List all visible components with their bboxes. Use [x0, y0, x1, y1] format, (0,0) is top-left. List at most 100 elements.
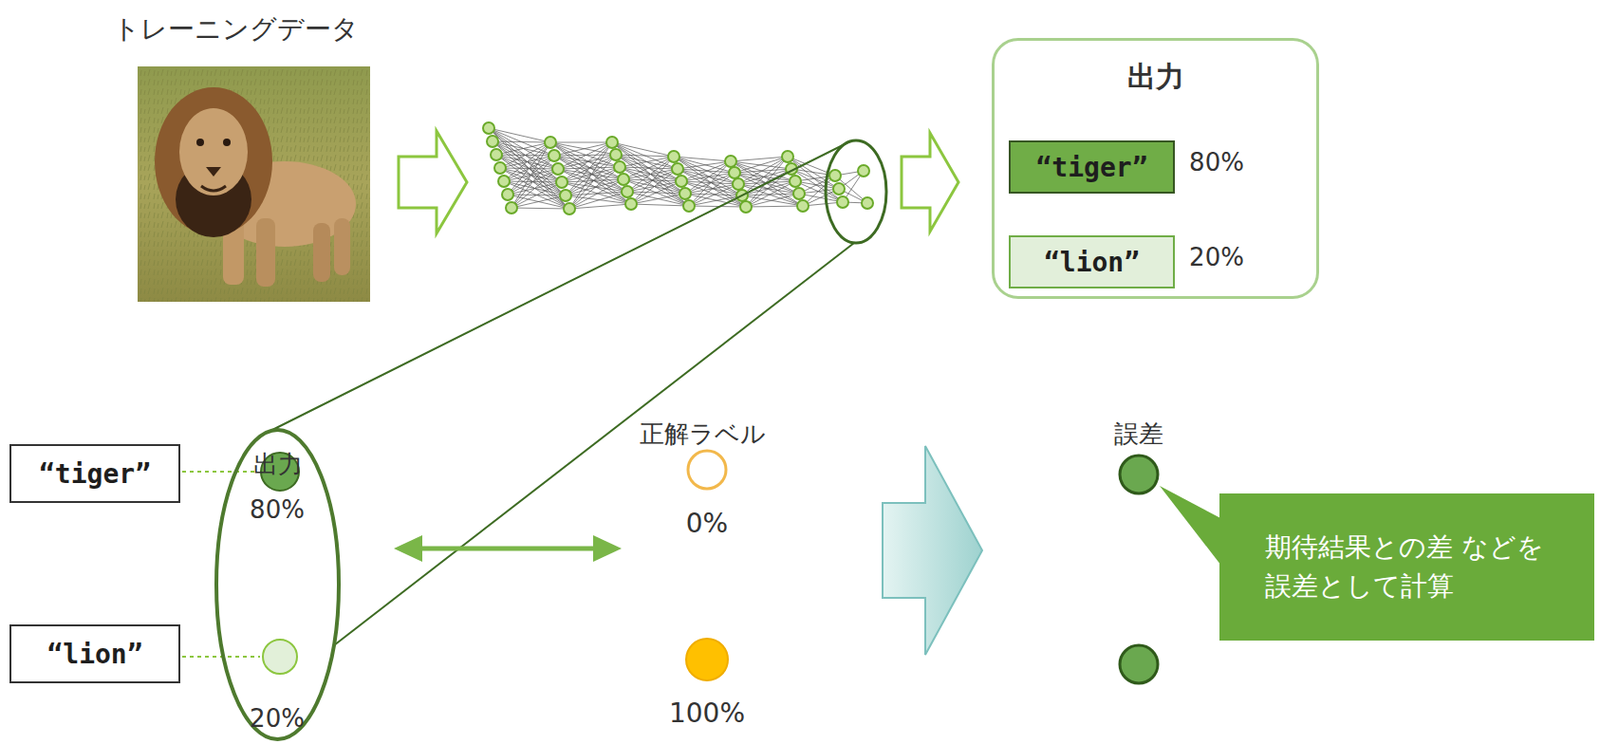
- probability: 100%: [669, 697, 745, 729]
- image-label: トレーニングデータ: [112, 11, 359, 48]
- class-box: “tiger”: [9, 444, 181, 503]
- network-neuron: [679, 187, 691, 200]
- callout-box: 期待結果との差 などを 誤差として計算: [1219, 493, 1595, 641]
- flow-arrow: [901, 132, 959, 232]
- lion-photo: [137, 66, 371, 302]
- network-neuron: [610, 148, 622, 161]
- probability: 80%: [249, 495, 305, 524]
- network-link: [802, 175, 836, 206]
- network-neuron: [498, 175, 510, 187]
- compare-arrow: [393, 535, 622, 562]
- neural-network: [483, 122, 874, 215]
- error-circle: [1119, 645, 1158, 684]
- network-neuron: [617, 173, 630, 186]
- network-link: [631, 181, 682, 205]
- network-neuron: [732, 178, 745, 190]
- network-link: [631, 204, 689, 206]
- network-link: [738, 156, 788, 185]
- network-neuron: [829, 169, 841, 182]
- network-neuron: [725, 155, 737, 168]
- network-link: [488, 128, 566, 196]
- network-link: [677, 161, 731, 169]
- class-box: “tiger”: [1008, 140, 1175, 194]
- network-neuron: [797, 200, 809, 212]
- network-link: [569, 154, 616, 209]
- network-neuron: [728, 167, 741, 179]
- network-link: [612, 142, 686, 194]
- network-neuron: [683, 200, 695, 212]
- label-circle: [686, 638, 728, 681]
- network-neuron: [613, 161, 626, 173]
- network-neuron: [781, 150, 794, 163]
- network-neuron: [490, 148, 503, 161]
- network-neuron: [625, 198, 637, 210]
- leader-line: [182, 470, 259, 473]
- node-text: 出力: [1127, 57, 1185, 97]
- network-neuron: [552, 163, 564, 175]
- probability: 20%: [249, 704, 305, 733]
- output-panel: 出力 “tiger” “lion”: [991, 37, 1320, 299]
- network-link: [561, 142, 613, 183]
- network-neuron: [671, 163, 684, 175]
- network-neuron: [502, 188, 514, 201]
- network-link: [558, 168, 632, 205]
- class-box: “lion”: [9, 624, 181, 684]
- probability: 20%: [1189, 242, 1245, 272]
- network-neuron: [544, 136, 557, 149]
- network-link: [488, 128, 570, 209]
- network-link: [730, 161, 800, 194]
- callout-pointer: [1159, 485, 1225, 570]
- output-ellipse: 出力: [213, 427, 342, 743]
- column-heading: 正解ラベル: [639, 417, 766, 451]
- network-neuron: [556, 176, 568, 188]
- network-neuron: [486, 135, 499, 148]
- network-link: [511, 207, 570, 209]
- network-neuron: [861, 197, 874, 209]
- network-link: [550, 142, 628, 192]
- flow-arrow: [398, 130, 467, 234]
- network-neuron: [675, 175, 688, 187]
- network-neuron: [548, 149, 560, 162]
- network-link: [569, 142, 613, 209]
- node-text: “tiger”: [1035, 151, 1148, 184]
- network-neuron: [837, 196, 849, 208]
- network-neuron: [621, 186, 633, 198]
- network-neuron: [559, 189, 572, 202]
- network-neuron: [833, 183, 845, 195]
- zoom-line: [334, 242, 855, 646]
- network-link: [569, 179, 624, 209]
- network-link: [565, 142, 613, 196]
- probability: 80%: [1189, 148, 1245, 177]
- network-link: [615, 154, 689, 206]
- network-neuron: [483, 122, 495, 134]
- network-link: [688, 184, 739, 206]
- network-neuron: [793, 187, 805, 200]
- network-neuron: [563, 203, 576, 215]
- network-link: [745, 193, 800, 207]
- network-link: [569, 204, 632, 209]
- probability: 0%: [686, 507, 728, 540]
- label-circle: [688, 450, 726, 489]
- network-neuron: [740, 201, 752, 213]
- network-link: [550, 142, 632, 205]
- network-link: [503, 142, 551, 182]
- network-link: [688, 195, 743, 206]
- node-text: “lion”: [46, 638, 143, 670]
- network-link: [787, 156, 843, 203]
- network-link: [488, 128, 562, 183]
- network-link: [496, 154, 570, 209]
- node-text: 期待結果との差 などを 誤差として計算: [1265, 528, 1550, 606]
- network-link: [511, 195, 566, 208]
- network-neuron: [857, 165, 870, 177]
- node-text: “lion”: [1043, 246, 1140, 279]
- node-text: 出力: [253, 447, 303, 482]
- network-link: [745, 156, 788, 207]
- network-link: [492, 141, 570, 209]
- network-neuron: [668, 150, 680, 163]
- column-heading: 誤差: [1114, 417, 1164, 451]
- leader-line: [182, 655, 261, 658]
- network-link: [745, 205, 803, 207]
- network-neuron: [789, 175, 801, 187]
- network-link: [511, 182, 562, 208]
- network-neuron: [606, 136, 618, 149]
